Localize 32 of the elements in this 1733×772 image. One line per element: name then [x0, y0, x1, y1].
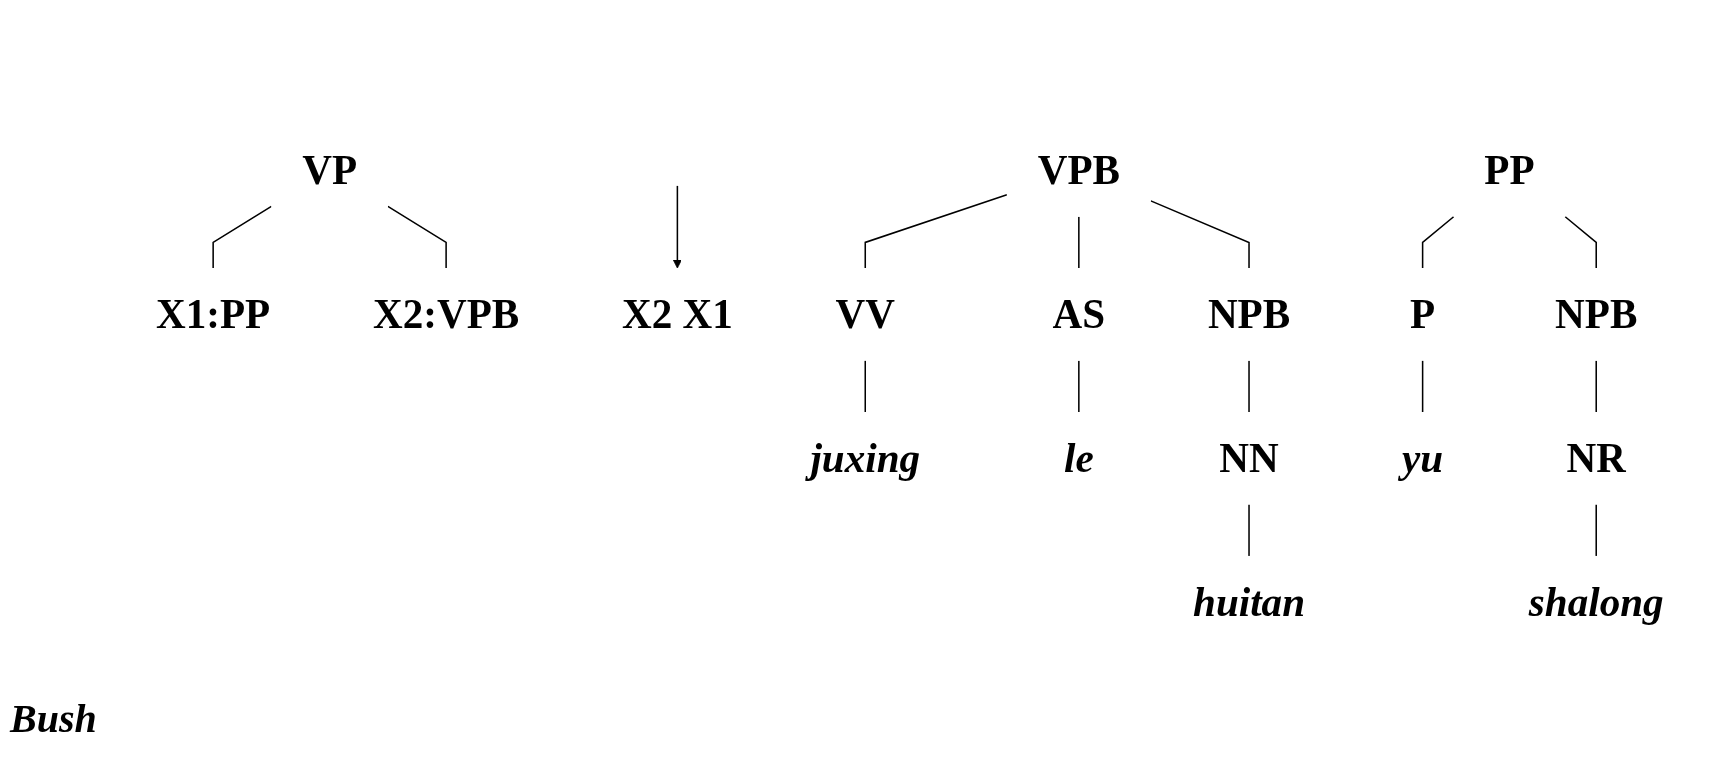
connector: [1248, 359, 1250, 413]
connector: [1077, 359, 1080, 413]
connector: [1077, 215, 1080, 269]
connector: [386, 205, 447, 269]
connector: [1595, 359, 1597, 413]
node-text: shalong: [1528, 578, 1664, 625]
arrow: [672, 184, 682, 269]
node-text: VP: [301, 146, 357, 193]
node-text: VV: [835, 290, 895, 337]
node-text: NN: [1219, 434, 1279, 481]
node-text: NPB: [1554, 290, 1638, 337]
connector: [1421, 359, 1424, 413]
node-text: X1:PP: [155, 290, 270, 337]
connector: [864, 359, 866, 413]
node-text: VPB: [1037, 146, 1120, 193]
node-text: le: [1063, 434, 1094, 481]
node-text: AS: [1052, 290, 1105, 337]
connector: [212, 205, 272, 269]
node-text: X2:VPB: [372, 290, 519, 337]
connector: [1149, 199, 1250, 269]
connector: [1564, 215, 1597, 269]
node-text: PP: [1484, 146, 1535, 193]
node-text: NPB: [1207, 290, 1290, 337]
node-text: P: [1409, 290, 1435, 337]
node-text: X2 X1: [621, 290, 733, 337]
node-text: huitan: [1192, 578, 1305, 625]
connector: [1421, 215, 1455, 269]
connector: [1248, 503, 1250, 557]
connector: [864, 193, 1008, 269]
node-text: NR: [1566, 434, 1626, 481]
connector: [1595, 503, 1597, 557]
word-label: Bush: [10, 695, 97, 742]
